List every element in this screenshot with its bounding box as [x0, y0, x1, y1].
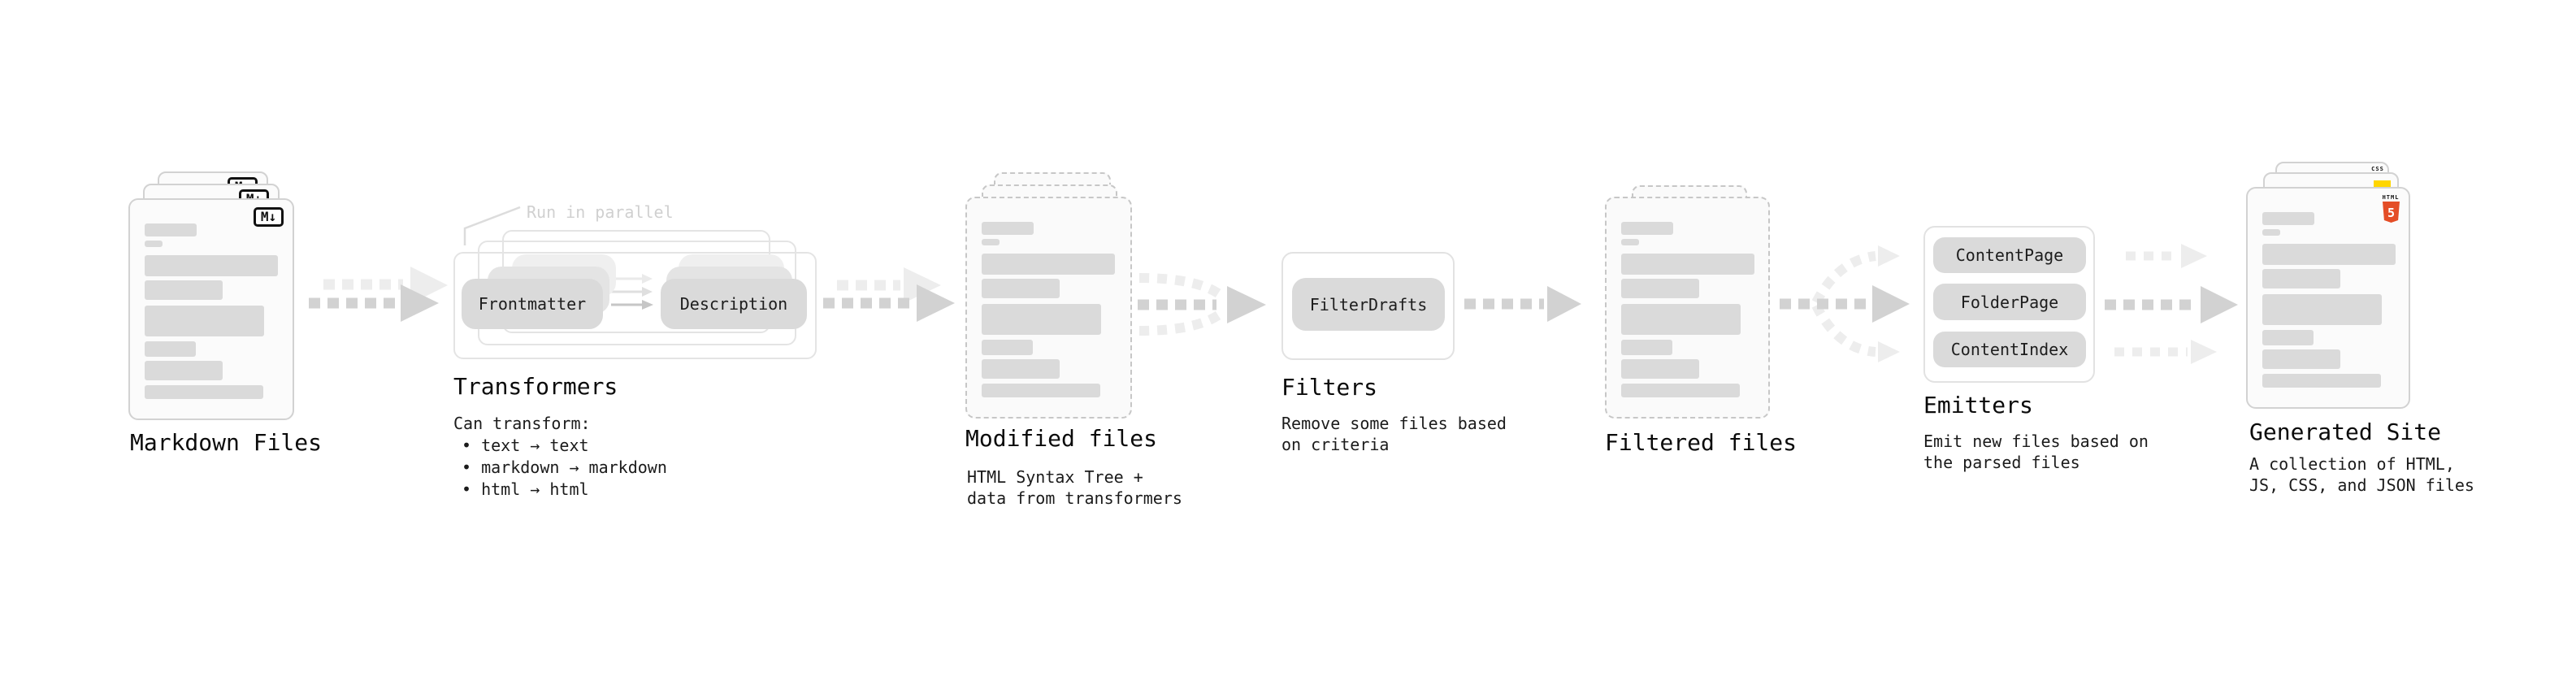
- emitters-label: Emitters: [1923, 392, 2033, 419]
- svg-text:5: 5: [2387, 206, 2394, 220]
- skeleton-bar: [1621, 384, 1740, 397]
- run-in-parallel-annotation: Run in parallel: [527, 202, 674, 222]
- skeleton-bar: [1621, 254, 1754, 275]
- skeleton-bar: [1621, 239, 1639, 245]
- skeleton-bar: [145, 241, 163, 247]
- skeleton-bar: [2262, 212, 2314, 225]
- skeleton-bar: [145, 385, 263, 399]
- arrow-markdown-to-transformers: [309, 267, 448, 322]
- generated-file-html: HTML 5: [2246, 187, 2410, 409]
- skeleton-bar: [145, 255, 278, 276]
- skeleton-bar: [1621, 304, 1741, 335]
- skeleton-bar: [2262, 229, 2280, 236]
- modified-files-label: Modified files: [965, 425, 1158, 452]
- transformers-desc-title: Can transform:: [453, 414, 591, 433]
- skeleton-bar: [2262, 349, 2340, 369]
- skeleton-bar: [145, 280, 223, 300]
- arrow-filters-to-filtered: [1464, 286, 1581, 322]
- modified-files-desc: HTML Syntax Tree + data from transformer…: [967, 467, 1182, 508]
- skeleton-bar: [1621, 359, 1699, 379]
- transformers-bullet: • text → text: [462, 436, 589, 455]
- generated-site-desc: A collection of HTML, JS, CSS, and JSON …: [2249, 454, 2474, 495]
- generated-site-label: Generated Site: [2249, 419, 2442, 445]
- emitters-desc: Emit new files based on the parsed files: [1923, 432, 2149, 472]
- modified-file-front: [965, 197, 1132, 419]
- skeleton-bar: [982, 254, 1115, 275]
- filtered-files-label: Filtered files: [1605, 429, 1798, 456]
- markdown-file-front: M↓: [128, 198, 294, 420]
- filters-label: Filters: [1281, 374, 1378, 401]
- html5-icon: HTML 5: [2380, 194, 2401, 223]
- filters-desc: Remove some files based on criteria: [1281, 414, 1507, 454]
- skeleton-bar: [982, 239, 1000, 245]
- skeleton-bar: [982, 304, 1101, 335]
- arrow-transformers-to-modified: [823, 267, 955, 322]
- markdown-icon: M↓: [254, 207, 284, 227]
- arrow-filtered-to-emitters: [1780, 245, 1910, 362]
- skeleton-bar: [145, 361, 223, 380]
- arrow-emitters-to-generated: [2105, 244, 2238, 364]
- markdown-files-label: Markdown Files: [130, 429, 323, 456]
- skeleton-bar: [982, 222, 1034, 235]
- skeleton-bar: [145, 341, 196, 357]
- filtered-file-front: [1605, 197, 1770, 419]
- skeleton-bar: [1621, 340, 1672, 355]
- transformer-frame-front: [453, 252, 817, 359]
- transformers-label: Transformers: [453, 373, 618, 400]
- skeleton-bar: [982, 359, 1060, 379]
- skeleton-bar: [982, 279, 1060, 298]
- skeleton-bar: [2262, 269, 2340, 288]
- frontmatter-pill: Frontmatter: [462, 279, 603, 329]
- skeleton-bar: [1621, 279, 1699, 298]
- folderpage-pill: FolderPage: [1933, 284, 2086, 320]
- transformers-bullet: • html → html: [462, 479, 589, 499]
- skeleton-bar: [145, 223, 197, 236]
- skeleton-bar: [982, 384, 1100, 397]
- skeleton-bar: [2262, 244, 2396, 265]
- skeleton-bar: [1621, 222, 1673, 235]
- description-pill: Description: [661, 279, 807, 329]
- skeleton-bar: [2262, 330, 2314, 345]
- contentindex-pill: ContentIndex: [1933, 332, 2086, 367]
- arrow-modified-to-filters: [1138, 273, 1266, 336]
- filterdrafts-pill: FilterDrafts: [1292, 278, 1445, 331]
- skeleton-bar: [2262, 294, 2382, 325]
- contentpage-pill: ContentPage: [1933, 237, 2086, 273]
- skeleton-bar: [982, 340, 1033, 355]
- skeleton-bar: [145, 306, 264, 336]
- transformers-bullet: • markdown → markdown: [462, 458, 667, 477]
- skeleton-bar: [2262, 374, 2381, 388]
